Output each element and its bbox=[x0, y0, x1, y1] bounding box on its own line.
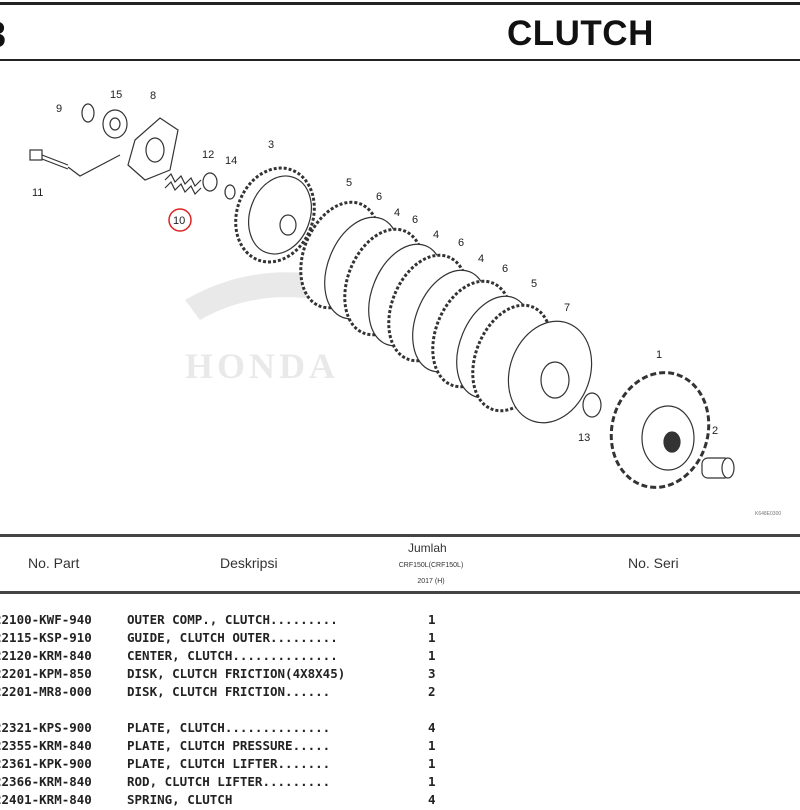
part-description: ROD, CLUTCH LIFTER......... bbox=[127, 774, 331, 789]
callout-14: 14 bbox=[225, 155, 237, 167]
nut-washer-part bbox=[202, 172, 236, 200]
callout-5: 5 bbox=[346, 177, 352, 189]
clutch-center-part bbox=[507, 320, 593, 424]
clutch-outer-part bbox=[609, 371, 711, 489]
table-header-rule bbox=[0, 591, 800, 594]
outer-guide-part bbox=[701, 457, 735, 479]
callout-4: 4 bbox=[394, 207, 400, 219]
part-description: PLATE, CLUTCH LIFTER....... bbox=[127, 756, 331, 771]
table-top-rule bbox=[0, 534, 800, 537]
callout-12: 12 bbox=[202, 149, 214, 161]
svg-text:HONDA: HONDA bbox=[185, 346, 339, 386]
part-description: DISK, CLUTCH FRICTION...... bbox=[127, 684, 331, 699]
top-rule bbox=[0, 2, 800, 5]
part-number: 22355-KRM-840 bbox=[0, 738, 92, 753]
callout-6: 6 bbox=[458, 237, 464, 249]
part-quantity: 1 bbox=[428, 612, 436, 627]
part-quantity: 1 bbox=[428, 738, 436, 753]
part-number: 22361-KPK-900 bbox=[0, 756, 92, 771]
callout-labels: 9 15 8 11 12 14 10 3 5 6 4 6 4 6 4 6 5 7… bbox=[32, 89, 781, 517]
header-part-no: No. Part bbox=[28, 555, 80, 571]
bearing-part bbox=[81, 103, 128, 139]
callout-6: 6 bbox=[412, 214, 418, 226]
callout-3: 3 bbox=[268, 139, 274, 151]
part-quantity: 3 bbox=[428, 666, 436, 681]
part-number: 22366-KRM-840 bbox=[0, 774, 92, 789]
part-quantity: 4 bbox=[428, 720, 436, 735]
section-number: 3 bbox=[0, 14, 6, 56]
header-quantity-model: CRF150L(CRF150L) bbox=[398, 562, 464, 569]
callout-4: 4 bbox=[433, 229, 439, 241]
callout-13: 13 bbox=[578, 432, 590, 444]
part-quantity: 1 bbox=[428, 774, 436, 789]
figure-code: K648E0300 bbox=[755, 511, 781, 517]
part-description: CENTER, CLUTCH.............. bbox=[127, 648, 338, 663]
title-rule bbox=[0, 59, 800, 61]
spring-part bbox=[164, 172, 202, 196]
part-number: 22321-KPS-900 bbox=[0, 720, 92, 735]
highlight-circle bbox=[168, 208, 192, 232]
callout-8: 8 bbox=[150, 90, 156, 102]
header-quantity: Jumlah bbox=[408, 541, 447, 555]
header-quantity-year: 2017 (H) bbox=[417, 578, 445, 585]
lifter-plate-part bbox=[127, 117, 179, 181]
callout-4: 4 bbox=[478, 253, 484, 265]
callout-10: 10 bbox=[173, 215, 185, 227]
part-number: 22100-KWF-940 bbox=[0, 612, 92, 627]
callout-15: 15 bbox=[110, 89, 122, 101]
header-serial: No. Seri bbox=[628, 555, 679, 571]
washer-part bbox=[582, 392, 602, 418]
part-description: DISK, CLUTCH FRICTION(4X8X45) bbox=[127, 666, 346, 681]
callout-6: 6 bbox=[502, 263, 508, 275]
part-number: 22115-KSP-910 bbox=[0, 630, 92, 645]
callout-9: 9 bbox=[56, 103, 62, 115]
part-number: 22201-MR8-000 bbox=[0, 684, 92, 699]
callout-6: 6 bbox=[376, 191, 382, 203]
callout-1: 1 bbox=[656, 349, 662, 361]
part-description: PLATE, CLUTCH.............. bbox=[127, 720, 331, 735]
part-number: 22120-KRM-840 bbox=[0, 648, 92, 663]
part-description: GUIDE, CLUTCH OUTER......... bbox=[127, 630, 338, 645]
part-description: OUTER COMP., CLUTCH......... bbox=[127, 612, 338, 627]
part-quantity: 1 bbox=[428, 630, 436, 645]
callout-7: 7 bbox=[564, 302, 570, 314]
header-description: Deskripsi bbox=[220, 555, 278, 571]
page-title: CLUTCH bbox=[507, 14, 654, 53]
callout-2: 2 bbox=[712, 425, 718, 437]
part-number: 22201-KPM-850 bbox=[0, 666, 92, 681]
callout-5: 5 bbox=[531, 278, 537, 290]
part-description: PLATE, CLUTCH PRESSURE..... bbox=[127, 738, 331, 753]
part-quantity: 1 bbox=[428, 756, 436, 771]
part-quantity: 1 bbox=[428, 648, 436, 663]
bolt-part bbox=[29, 149, 121, 177]
exploded-parts-diagram: HONDA bbox=[29, 89, 781, 517]
callout-11: 11 bbox=[32, 187, 43, 199]
part-quantity: 2 bbox=[428, 684, 436, 699]
pressure-plate-part bbox=[234, 166, 316, 264]
